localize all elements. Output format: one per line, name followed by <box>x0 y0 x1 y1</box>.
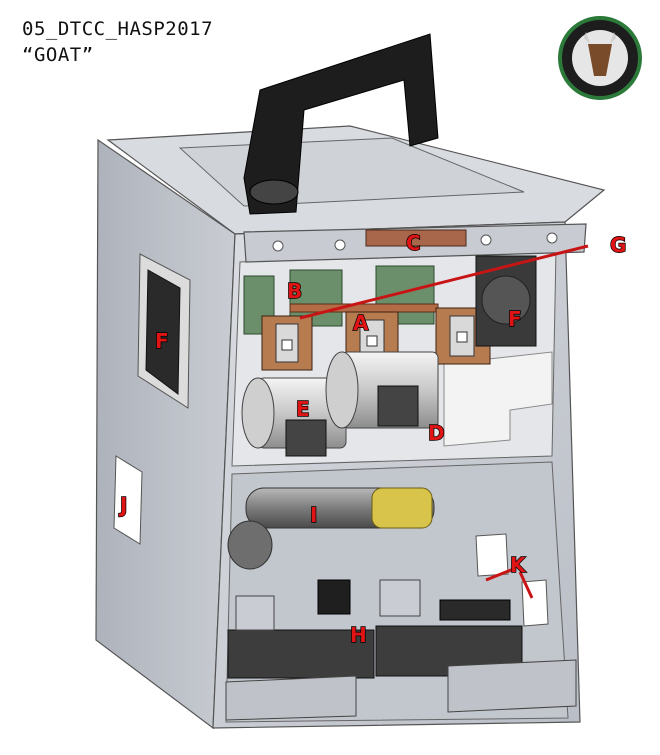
pump-motor <box>325 351 439 429</box>
fan-rotor <box>481 275 531 325</box>
leader-line <box>518 571 534 599</box>
leader-line <box>485 566 517 582</box>
side-wall <box>95 138 236 730</box>
pump-motor <box>241 377 347 457</box>
goat-logo <box>558 16 642 100</box>
callout-a: A <box>353 311 369 335</box>
callout-g: G <box>610 233 626 257</box>
carry-handle <box>243 33 439 215</box>
side-fan <box>145 269 181 395</box>
callout-e: E <box>296 397 310 421</box>
callout-k: K <box>510 553 527 577</box>
bracket-hole <box>334 239 346 251</box>
shelf-block <box>443 351 553 447</box>
tube-assembly <box>227 487 435 570</box>
copper-strip <box>365 229 467 247</box>
callout-b: B <box>287 279 302 303</box>
electronics-board <box>227 579 375 679</box>
bracket-hole <box>480 234 492 246</box>
bracket-hole <box>546 232 558 244</box>
front-window <box>475 533 509 577</box>
callout-i: I <box>310 503 317 527</box>
payload-name: “GOAT” <box>22 44 94 66</box>
callout-j: J <box>118 493 127 517</box>
bottom-rail <box>447 659 577 713</box>
callout-f-right: F <box>508 307 522 331</box>
payload-id: 05_DTCC_HASP2017 <box>22 18 214 40</box>
side-window <box>113 455 143 545</box>
bracket-hole <box>272 240 284 252</box>
sensor-mount <box>261 315 313 371</box>
callout-d: D <box>428 421 445 445</box>
callout-f-left: F <box>155 329 169 353</box>
callout-c: C <box>406 231 421 255</box>
callout-h: H <box>350 623 367 647</box>
leader-line <box>299 244 589 320</box>
bottom-rail <box>225 675 357 721</box>
